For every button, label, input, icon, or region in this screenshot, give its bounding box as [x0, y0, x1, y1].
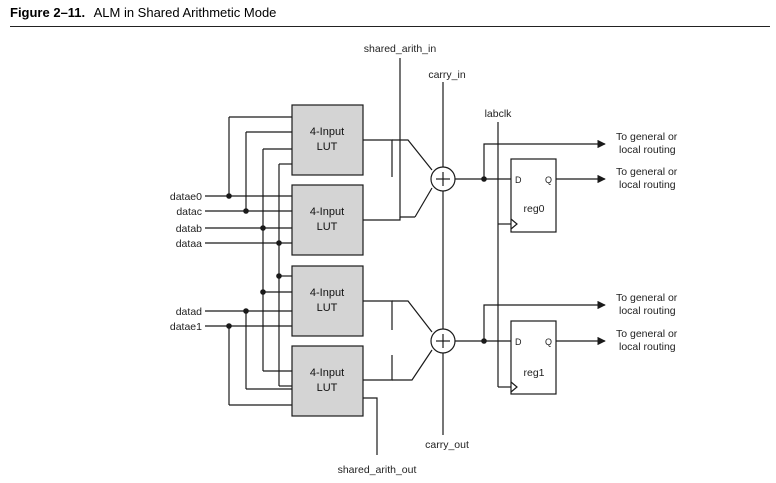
adder1-in-top: [392, 139, 433, 171]
junction-dot: [226, 323, 232, 329]
adder2-bypass-wire: [483, 300, 606, 341]
reg1-q-label: Q: [545, 337, 552, 347]
reg0-d-label: D: [515, 175, 522, 185]
adder-2: [430, 328, 456, 354]
figure-header: Figure 2–11. ALM in Shared Arithmetic Mo…: [10, 4, 770, 27]
adder1-in-bot: [414, 187, 433, 218]
lut-3: 4-Input LUT: [291, 265, 364, 337]
output-label-1-line2: local routing: [619, 144, 676, 156]
adder2-in-top: [392, 300, 433, 333]
adder-1: [430, 166, 456, 192]
lut-1-label-line1: 4-Input: [310, 126, 344, 138]
lut2-out-wire: [363, 217, 401, 221]
input-label-datae0: datae0: [170, 191, 202, 203]
shared-arith-in-wire: [399, 58, 415, 218]
carry-out-label: carry_out: [425, 439, 469, 451]
output-label-4-line1: To general or: [616, 328, 678, 340]
junction-dot: [260, 289, 266, 295]
junction-dot: [260, 225, 266, 231]
shared-arith-out-wire: [363, 397, 378, 455]
reg0-q-label: Q: [545, 175, 552, 185]
lut-4-label-line1: 4-Input: [310, 367, 344, 379]
lut-1: 4-Input LUT: [291, 104, 364, 176]
output-label-2-line1: To general or: [616, 166, 678, 178]
labclk-label: labclk: [485, 108, 513, 120]
carry-in-label: carry_in: [428, 69, 466, 81]
output-label-1-line1: To general or: [616, 131, 678, 143]
junction-dot: [276, 273, 282, 279]
output-label-4-line2: local routing: [619, 341, 676, 353]
junction-dot: [226, 193, 232, 199]
input-label-datac: datac: [176, 206, 202, 218]
register-reg0: D Q reg0: [510, 158, 557, 233]
reg1-name: reg1: [523, 367, 544, 379]
output-label-3-line2: local routing: [619, 305, 676, 317]
lut-4: 4-Input LUT: [291, 345, 364, 417]
shared-arith-in-label: shared_arith_in: [364, 43, 437, 55]
reg0-name: reg0: [523, 203, 544, 215]
input-label-datae1: datae1: [170, 321, 202, 333]
lut4-out-wire: [363, 355, 393, 381]
input-label-dataa: dataa: [176, 238, 202, 250]
output-label-2-line2: local routing: [619, 179, 676, 191]
lut-3-label-line1: 4-Input: [310, 287, 344, 299]
adder1-bypass-wire: [483, 139, 606, 179]
junction-dot: [243, 308, 249, 314]
output-label-3-line1: To general or: [616, 292, 678, 304]
figure-title: ALM in Shared Arithmetic Mode: [93, 5, 277, 20]
junction-dot: [276, 240, 282, 246]
register-reg1: D Q reg1: [510, 320, 557, 395]
lut-2: 4-Input LUT: [291, 184, 364, 256]
adder2-in-bot: [392, 349, 433, 381]
input-label-datad: datad: [176, 306, 202, 318]
lut-1-label-line2: LUT: [317, 141, 338, 153]
lut3-out-wire: [363, 300, 393, 330]
junction-dot: [243, 208, 249, 214]
reg1-d-label: D: [515, 337, 522, 347]
lut1-out-wire: [363, 139, 393, 177]
figure-number: Figure 2–11.: [10, 5, 86, 20]
input-label-datab: datab: [176, 223, 202, 235]
lut-4-label-line2: LUT: [317, 382, 338, 394]
lut-3-label-line2: LUT: [317, 302, 338, 314]
shared-arith-out-label: shared_arith_out: [338, 464, 417, 476]
lut-2-label-line2: LUT: [317, 221, 338, 233]
lut-2-label-line1: 4-Input: [310, 206, 344, 218]
